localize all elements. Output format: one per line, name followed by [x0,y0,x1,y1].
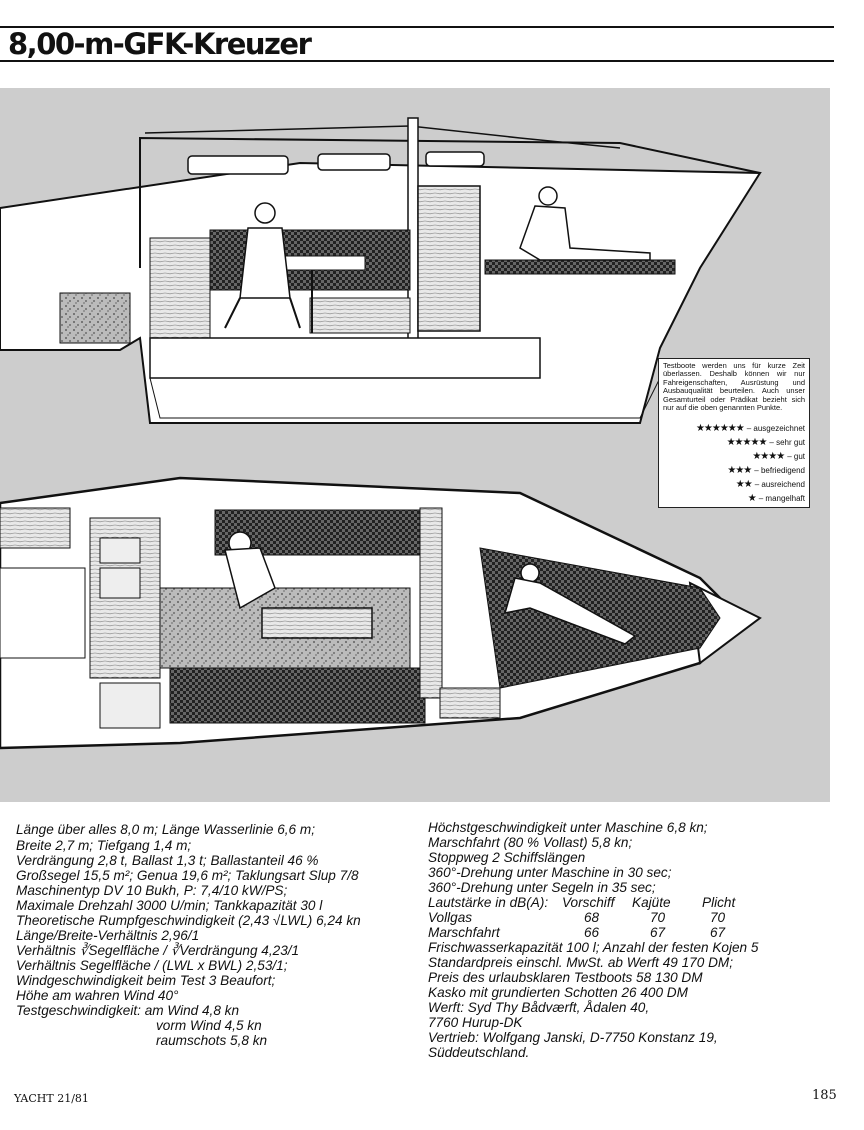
spec-line: vorm Wind 4,5 kn [156,1018,262,1033]
spec-line: Länge über alles 8,0 m; Länge Wasserlini… [16,822,315,837]
rating-label: – mangelhaft [758,494,805,503]
noise-row-label: Vollgas [428,910,473,925]
spec-line: Großsegel 15,5 m²; Genua 19,6 m²; Taklun… [16,868,359,883]
noise-value: 67 [710,925,726,940]
top-rule [0,26,834,28]
spec-line: Maximale Drehzahl 3000 U/min; Tankkapazi… [16,898,323,913]
boat-illustration [0,88,830,802]
title-rule [0,60,834,62]
page-title: 8,00-m-GFK-Kreuzer [8,27,312,61]
noise-column-header: Kajüte [632,895,671,910]
spec-line: Kasko mit grundierten Schotten 26 400 DM [428,985,688,1000]
specs-right-panel: Höchstgeschwindigkeit unter Maschine 6,8… [420,808,820,1070]
rating-row: ★– mangelhaft [748,493,805,505]
spec-line: Verhältnis ∛Segelfläche / ∛Verdrängung 4… [16,943,300,958]
spec-line: Verdrängung 2,8 t, Ballast 1,3 t; Ballas… [16,853,319,868]
rating-legend: Testboote werden uns für kurze Zeit über… [658,358,810,508]
spec-line: Theoretische Rumpfgeschwindigkeit (2,43 … [16,913,361,928]
rating-label: – ausgezeichnet [746,424,805,433]
spec-line: Maschinentyp DV 10 Bukh, P: 7,4/10 kW/PS… [16,883,288,898]
rating-stars: ★★★★★★ [695,423,745,434]
noise-value: 70 [710,910,726,925]
spec-line: Vertrieb: Wolfgang Janski, D-7750 Konsta… [428,1030,718,1045]
rating-stars: ★★★ [727,465,752,476]
spec-line: Werft: Syd Thy Bådværft, Ådalen 40, [428,1000,650,1015]
plan-view-drawing [0,476,762,750]
rating-row: ★★★★★– sehr gut [727,437,805,449]
rating-label: – befriedigend [754,466,805,475]
rating-row: ★★★★– gut [752,451,805,463]
spec-line: Höchstgeschwindigkeit unter Maschine 6,8… [428,820,708,835]
rating-label: – sehr gut [769,438,805,447]
specs-left-panel: Länge über alles 8,0 m; Länge Wasserlini… [8,808,400,1070]
rating-row: ★★– ausreichend [736,479,805,491]
side-profile-drawing [0,117,762,424]
rating-stars: ★★★★ [752,451,785,462]
noise-column-header: Plicht [702,895,736,910]
rating-stars: ★★ [735,479,753,490]
spec-line: Breite 2,7 m; Tiefgang 1,4 m; [16,838,192,853]
legend-text: Testboote werden uns für kurze Zeit über… [663,361,805,413]
rating-stars: ★★★★★ [726,437,768,448]
spec-line: Preis des urlaubsklaren Testboots 58 130… [428,970,703,985]
rating-label: – ausreichend [754,480,805,489]
spec-line: Länge/Breite-Verhältnis 2,96/1 [16,928,200,943]
magazine-issue: YACHT 21/81 [14,1092,89,1105]
noise-value: 66 [584,925,600,940]
page-number: 185 [812,1088,837,1103]
rating-stars: ★ [747,493,757,504]
noise-header: Lautstärke in dB(A): [428,895,549,910]
spec-line: Verhältnis Segelfläche / (LWL x BWL) 2,5… [16,958,288,973]
rating-label: – gut [787,452,805,461]
noise-row-label: Marschfahrt [428,925,500,940]
spec-line: 360°-Drehung unter Maschine in 30 sec; [428,865,672,880]
spec-line: Höhe am wahren Wind 40° [16,988,179,1003]
noise-value: 68 [584,910,600,925]
noise-column-header: Vorschiff [562,895,615,910]
spec-line: Marschfahrt (80 % Vollast) 5,8 kn; [428,835,633,850]
spec-line: Standardpreis einschl. MwSt. ab Werft 49… [428,955,733,970]
noise-value: 70 [650,910,666,925]
rating-row: ★★★– befriedigend [727,465,805,477]
spec-line: Windgeschwindigkeit beim Test 3 Beaufort… [16,973,276,988]
spec-line: raumschots 5,8 kn [156,1033,268,1048]
rating-row: ★★★★★★– ausgezeichnet [696,423,805,435]
spec-line: Stoppweg 2 Schiffslängen [428,850,586,865]
spec-line: Frischwasserkapazität 100 l; Anzahl der … [428,940,759,955]
spec-line: Testgeschwindigkeit: am Wind 4,8 kn [16,1003,240,1018]
spec-line: 360°-Drehung unter Segeln in 35 sec; [428,880,656,895]
spec-line: Süddeutschland. [428,1045,530,1060]
spec-line: 7760 Hurup-DK [428,1015,523,1030]
noise-value: 67 [650,925,666,940]
